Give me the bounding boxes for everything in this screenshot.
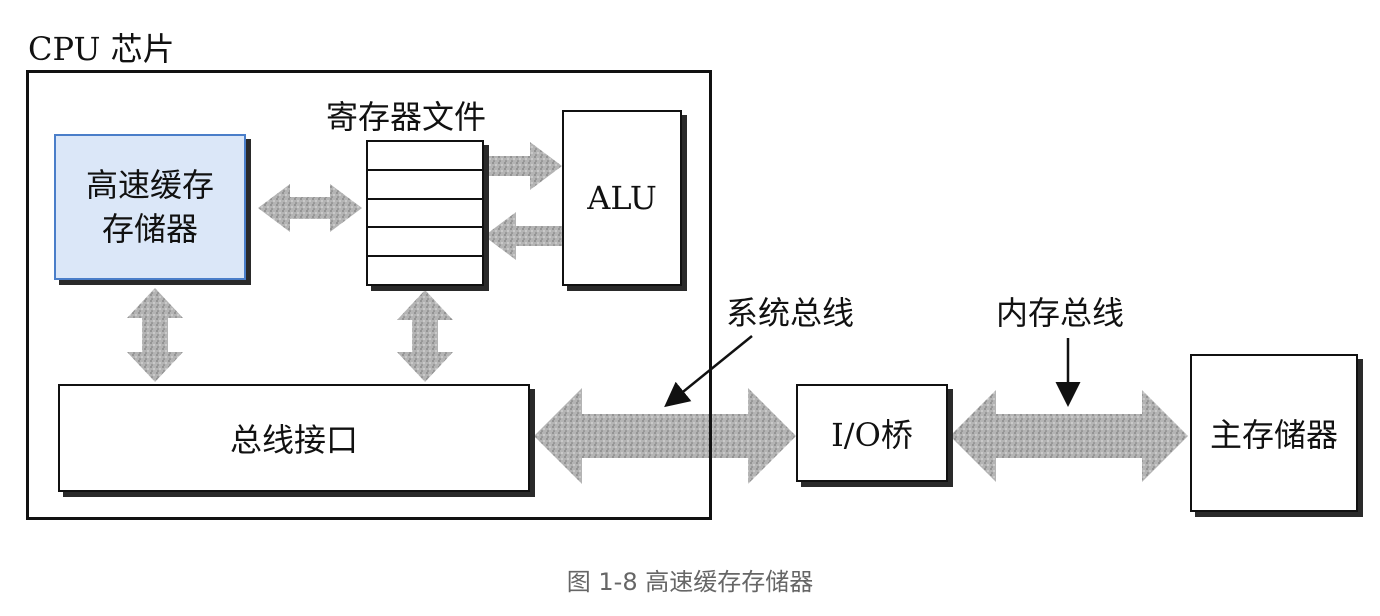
io-bridge-label: I/O桥	[831, 416, 913, 454]
register-row	[368, 228, 482, 258]
register-file	[366, 140, 484, 286]
register-bus-interface-arrow	[397, 290, 453, 382]
cache-register-arrow	[258, 184, 362, 232]
memory-bus-label: 内存总线	[996, 294, 1125, 332]
main-memory-label: 主存储器	[1209, 416, 1338, 454]
register-to-alu-arrow	[484, 142, 562, 190]
cache-bus-interface-arrow	[127, 288, 183, 382]
cpu-chip-label: CPU 芯片	[28, 30, 175, 68]
register-row	[368, 200, 482, 229]
bus-interface-label: 总线接口	[229, 421, 358, 459]
register-row	[368, 142, 482, 171]
cache-memory-box: 高速缓存 存储器	[54, 134, 246, 280]
alu-to-register-arrow	[484, 212, 562, 260]
bus-interface-box: 总线接口	[58, 384, 530, 492]
alu-box: ALU	[562, 110, 682, 286]
memory-bus-arrow	[950, 390, 1188, 482]
system-bus-label: 系统总线	[726, 294, 855, 332]
cache-memory-label-line2: 存储器	[101, 210, 198, 248]
system-bus-arrow	[534, 388, 796, 484]
main-memory-box: 主存储器	[1190, 354, 1358, 512]
alu-label: ALU	[587, 179, 657, 217]
register-file-label: 寄存器文件	[326, 98, 487, 136]
register-row	[368, 171, 482, 200]
cpu-chip-boundary	[26, 70, 712, 520]
register-row	[368, 257, 482, 284]
figure-caption: 图 1-8 高速缓存存储器	[566, 568, 814, 596]
io-bridge-box: I/O桥	[796, 384, 948, 482]
cache-memory-label-line1: 高速缓存	[85, 166, 214, 204]
